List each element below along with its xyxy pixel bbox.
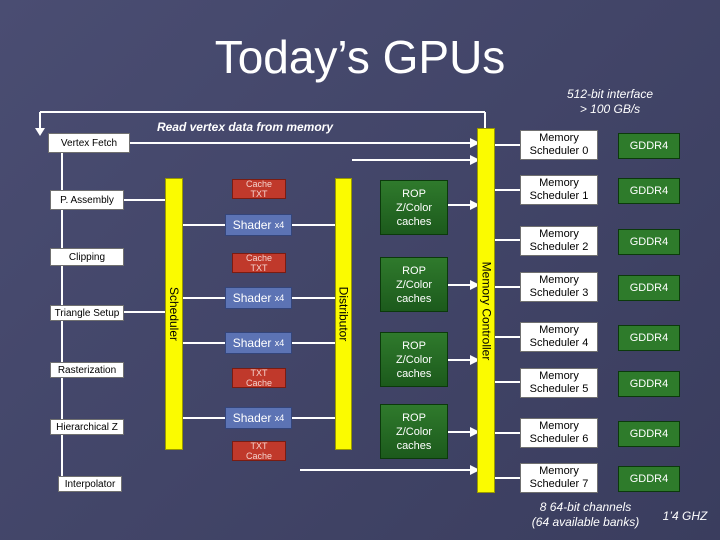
gddr4-6: GDDR4: [618, 421, 680, 447]
rop-3-line-3: caches: [396, 367, 432, 380]
rop-4-line-3: caches: [396, 439, 432, 452]
shader-3-label: Shader: [232, 336, 272, 350]
shader-2-mult: x4: [274, 293, 285, 303]
clock-note: 1’4 GHZ: [662, 509, 708, 523]
interface-note: 512-bit interface > 100 GB/s: [545, 87, 675, 117]
vertex-fetch-box: Vertex Fetch: [48, 133, 130, 153]
cache-3-line-2: Cache: [245, 378, 272, 388]
mem-3-line-1: Memory: [539, 274, 579, 286]
interface-note-line-1: 512-bit interface: [566, 87, 654, 101]
shader-2-label: Shader: [232, 291, 272, 305]
mem-6-line-1: Memory: [539, 420, 579, 432]
gddr4-1: GDDR4: [618, 178, 680, 204]
rop-2-line-1: ROP: [402, 264, 426, 277]
mem-3-line-2: Scheduler 3: [529, 287, 589, 299]
shader-block-1: Shader x4: [225, 214, 292, 236]
hierarchical-z-box: Hierarchical Z: [50, 419, 124, 435]
gddr4-4: GDDR4: [618, 325, 680, 351]
mem-5-line-2: Scheduler 5: [529, 383, 589, 395]
rop-2-line-3: caches: [396, 292, 432, 305]
mem-0-line-2: Scheduler 0: [529, 145, 589, 157]
mem-4-line-1: Memory: [539, 324, 579, 336]
rasterization-box: Rasterization: [50, 362, 124, 378]
mem-0-line-1: Memory: [539, 132, 579, 144]
rop-4-line-2: Z/Color: [395, 425, 433, 438]
gddr4-5: GDDR4: [618, 371, 680, 397]
shader-4-label: Shader: [232, 411, 272, 425]
distributor-label: Distributor: [336, 286, 351, 342]
mem-7-line-2: Scheduler 7: [529, 478, 589, 490]
rop-4-line-1: ROP: [402, 411, 426, 424]
rop-3-line-1: ROP: [402, 339, 426, 352]
page-title: Today’s GPUs: [214, 31, 506, 83]
shader-4-mult: x4: [274, 413, 285, 423]
cache-2-line-1: Cache: [245, 253, 272, 263]
rop-1-line-3: caches: [396, 215, 432, 228]
channels-note: 8 64-bit channels (64 available banks): [518, 500, 653, 530]
mem-4-line-2: Scheduler 4: [529, 337, 589, 349]
shader-1-label: Shader: [232, 218, 272, 232]
cache-4-line-2: Cache: [245, 451, 272, 461]
rop-1-line-2: Z/Color: [395, 201, 433, 214]
shader-3-mult: x4: [274, 338, 285, 348]
mem-6-line-2: Scheduler 6: [529, 433, 589, 445]
p-assembly-box: P. Assembly: [50, 190, 124, 210]
cache-4-line-1: TXT: [250, 441, 268, 451]
rop-2-line-2: Z/Color: [395, 278, 433, 291]
memory-controller-label: Memory Controller: [479, 261, 494, 360]
gddr4-0: GDDR4: [618, 133, 680, 159]
mem-5-line-1: Memory: [539, 370, 579, 382]
gddr4-3: GDDR4: [618, 275, 680, 301]
interface-note-line-2: > 100 GB/s: [579, 102, 641, 116]
mem-7-line-1: Memory: [539, 465, 579, 477]
mem-1-line-1: Memory: [539, 177, 579, 189]
channels-note-line-2: (64 available banks): [531, 515, 640, 529]
rop-1-line-1: ROP: [402, 187, 426, 200]
scheduler-label: Scheduler: [167, 286, 182, 342]
cache-1-line-1: Cache: [245, 179, 272, 189]
gddr4-7: GDDR4: [618, 466, 680, 492]
shader-1-mult: x4: [274, 220, 285, 230]
scheduler-bar: Scheduler: [165, 178, 183, 450]
shader-block-4: Shader x4: [225, 407, 292, 429]
distributor-bar: Distributor: [335, 178, 352, 450]
interpolator-box: Interpolator: [58, 476, 122, 492]
clipping-box: Clipping: [50, 248, 124, 266]
gddr4-2: GDDR4: [618, 229, 680, 255]
rop-3-line-2: Z/Color: [395, 353, 433, 366]
mem-2-line-1: Memory: [539, 228, 579, 240]
cache-2-line-2: TXT: [250, 263, 268, 273]
channels-note-line-1: 8 64-bit channels: [539, 500, 632, 514]
triangle-setup-box: Triangle Setup: [50, 305, 124, 321]
read-vertex-note: Read vertex data from memory: [156, 120, 334, 134]
shader-block-3: Shader x4: [225, 332, 292, 354]
mem-2-line-2: Scheduler 2: [529, 241, 589, 253]
shader-block-2: Shader x4: [225, 287, 292, 309]
cache-3-line-1: TXT: [250, 368, 268, 378]
memory-controller-bar: Memory Controller: [477, 128, 495, 493]
mem-1-line-2: Scheduler 1: [529, 190, 589, 202]
cache-1-line-2: TXT: [250, 189, 268, 199]
